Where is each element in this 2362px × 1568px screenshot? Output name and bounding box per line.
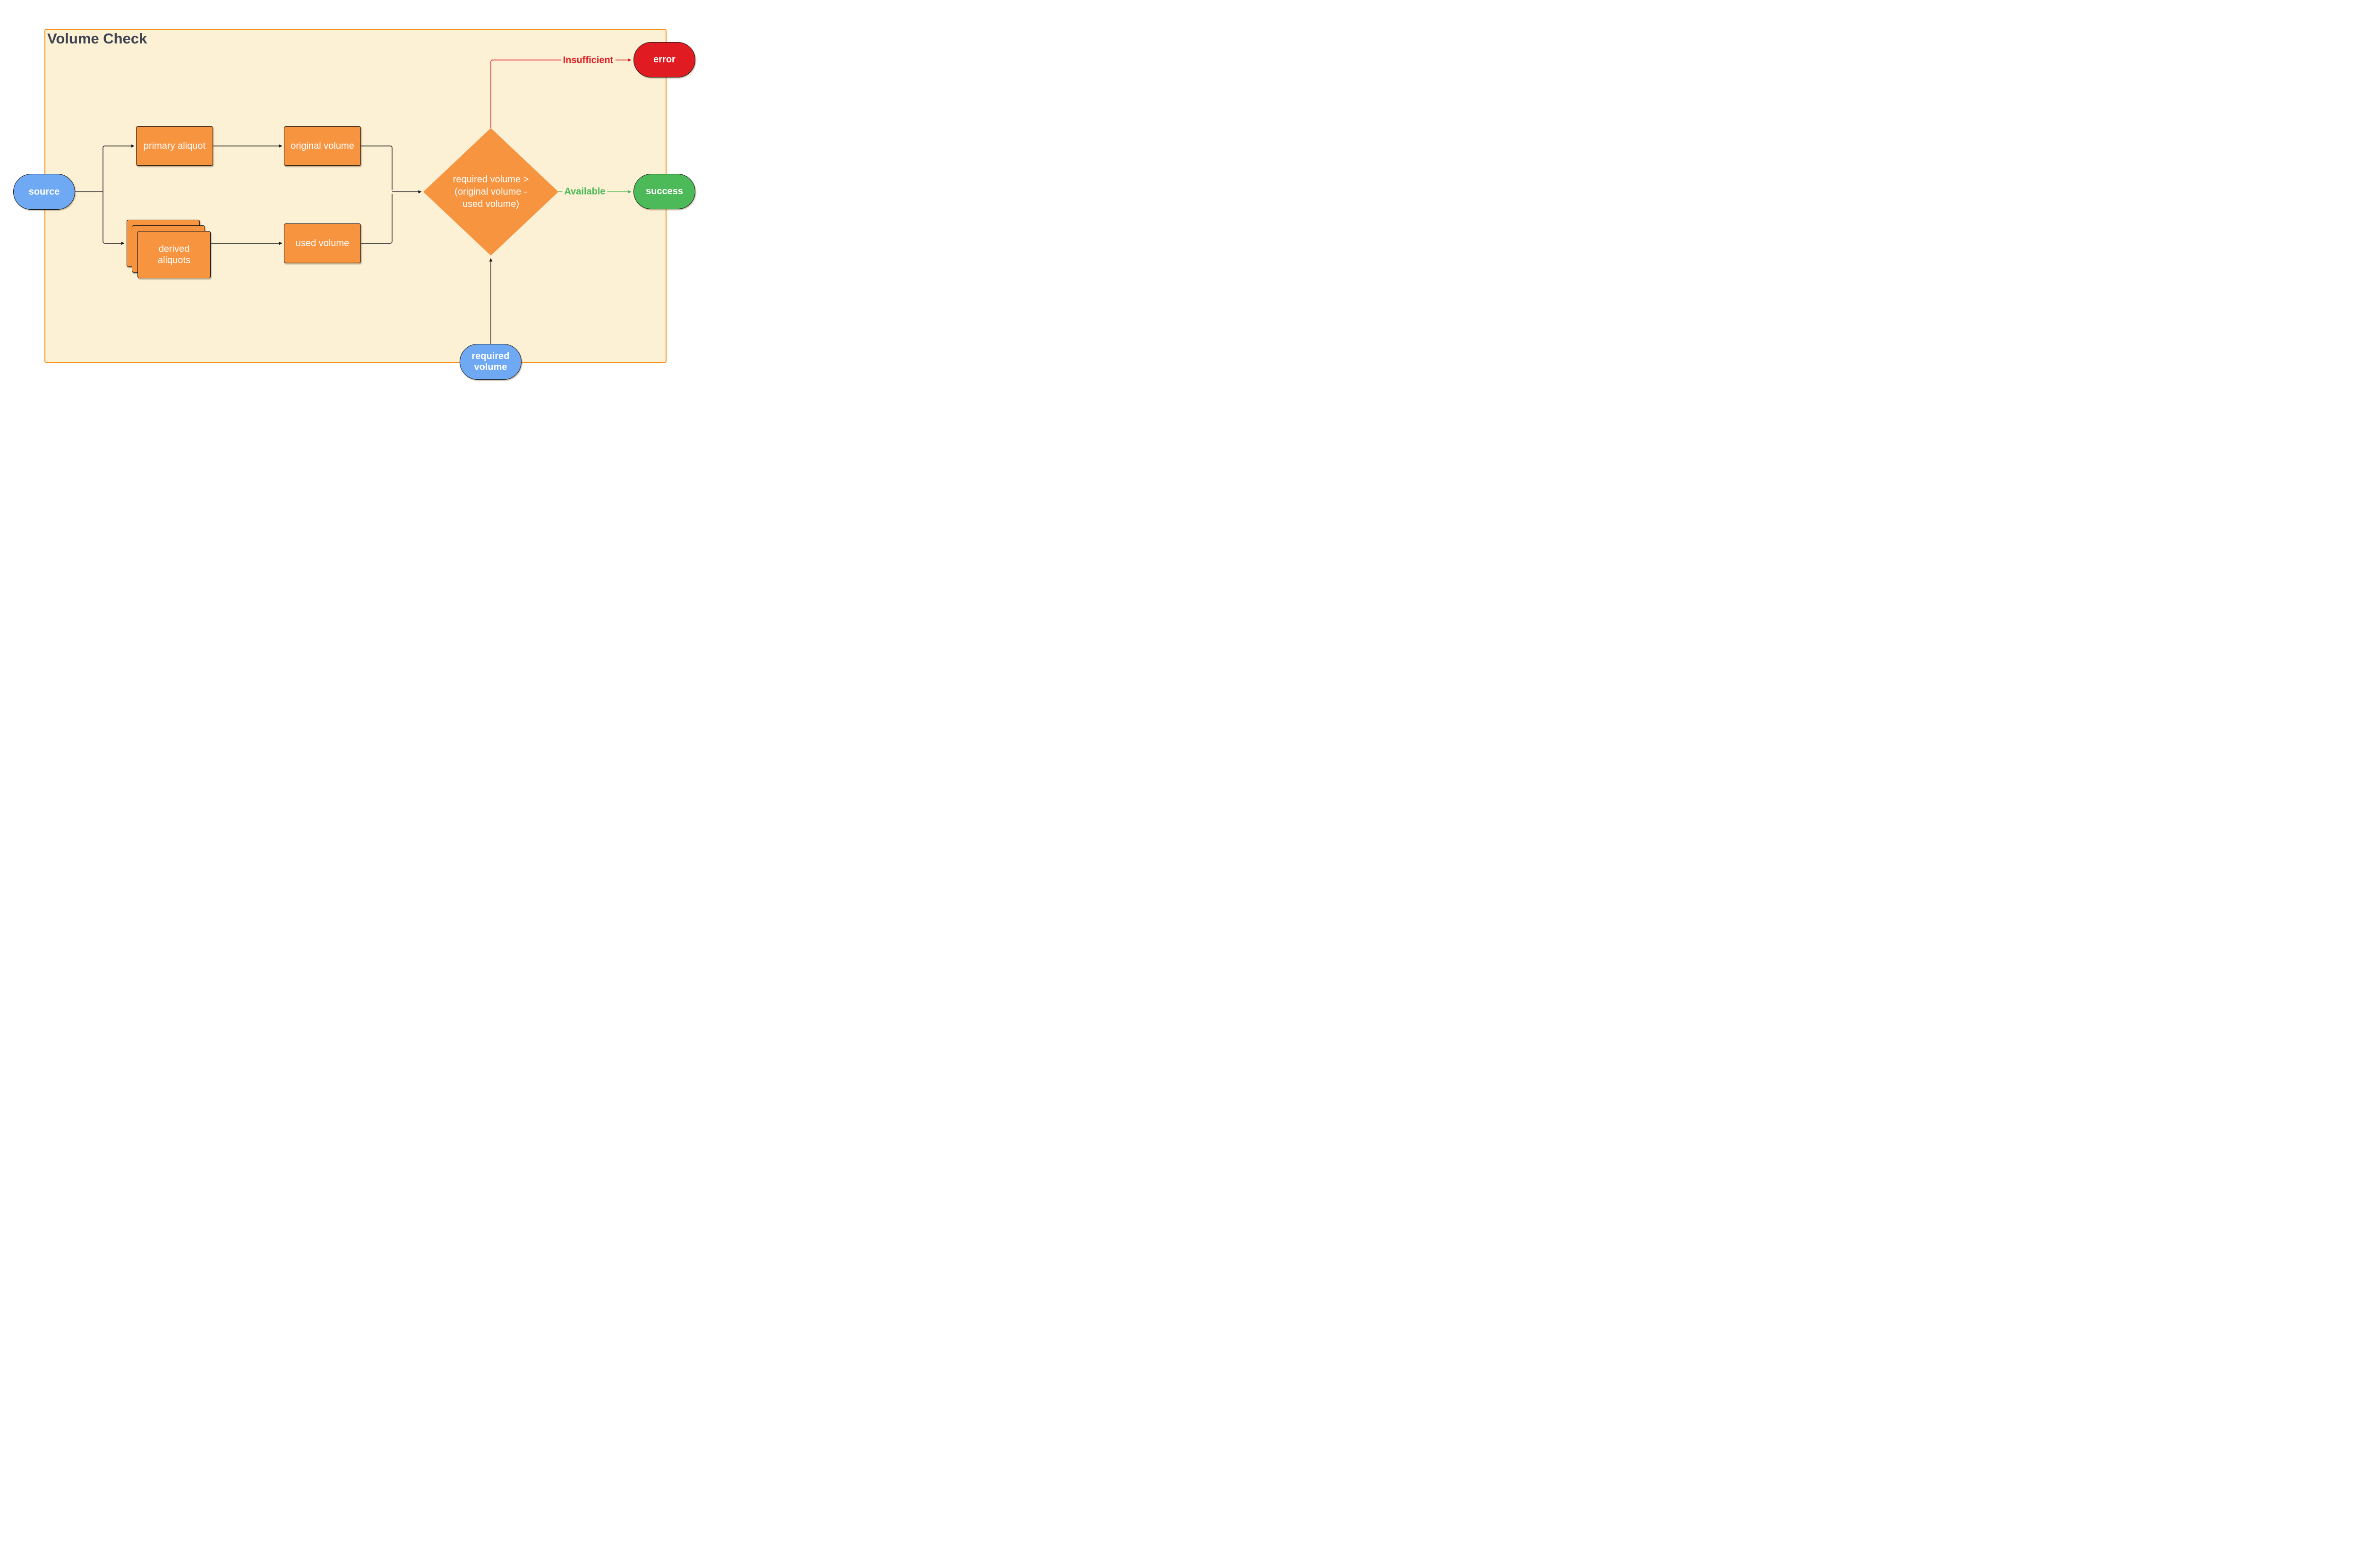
node-error[interactable]: error — [633, 42, 695, 77]
node-original-volume[interactable]: original volume — [284, 126, 361, 166]
edge-decision-to-error — [490, 58, 632, 128]
edge-original-to-merge — [361, 146, 393, 190]
node-derived-aliquots-label: derived aliquots — [158, 244, 190, 266]
node-original-volume-label: original volume — [291, 140, 354, 151]
flowchart-canvas: Volume Check sourc — [0, 0, 722, 392]
node-source[interactable]: source — [13, 174, 75, 210]
decision-label: required volume > (original volume - use… — [444, 173, 538, 210]
decision-diamond[interactable] — [423, 128, 558, 256]
connector-layer — [75, 58, 632, 344]
node-success[interactable]: success — [633, 174, 695, 209]
node-used-volume-label: used volume — [295, 238, 350, 248]
node-required-volume[interactable]: required volume — [460, 344, 522, 380]
edge-used-to-merge — [361, 194, 393, 244]
edge-label-available: Available — [562, 186, 608, 197]
decision-label-line1: required volume > — [453, 174, 529, 185]
node-required-volume-label: required volume — [471, 351, 510, 372]
node-primary-aliquot-label: primary aliquot — [143, 140, 206, 151]
node-used-volume[interactable]: used volume — [284, 223, 361, 263]
decision-label-line2: (original volume - — [454, 187, 527, 197]
decision-label-line3: used volume) — [462, 199, 520, 209]
edge-split-to-primary — [103, 144, 135, 192]
edge-split-to-derived — [103, 192, 125, 245]
node-derived-aliquots[interactable]: derived aliquots — [137, 231, 211, 278]
edge-label-insufficient: Insufficient — [561, 55, 616, 66]
page-title: Volume Check — [47, 30, 147, 47]
node-source-label: source — [28, 186, 60, 197]
node-primary-aliquot[interactable]: primary aliquot — [136, 126, 213, 166]
node-error-label: error — [653, 54, 676, 65]
node-success-label: success — [646, 186, 683, 197]
